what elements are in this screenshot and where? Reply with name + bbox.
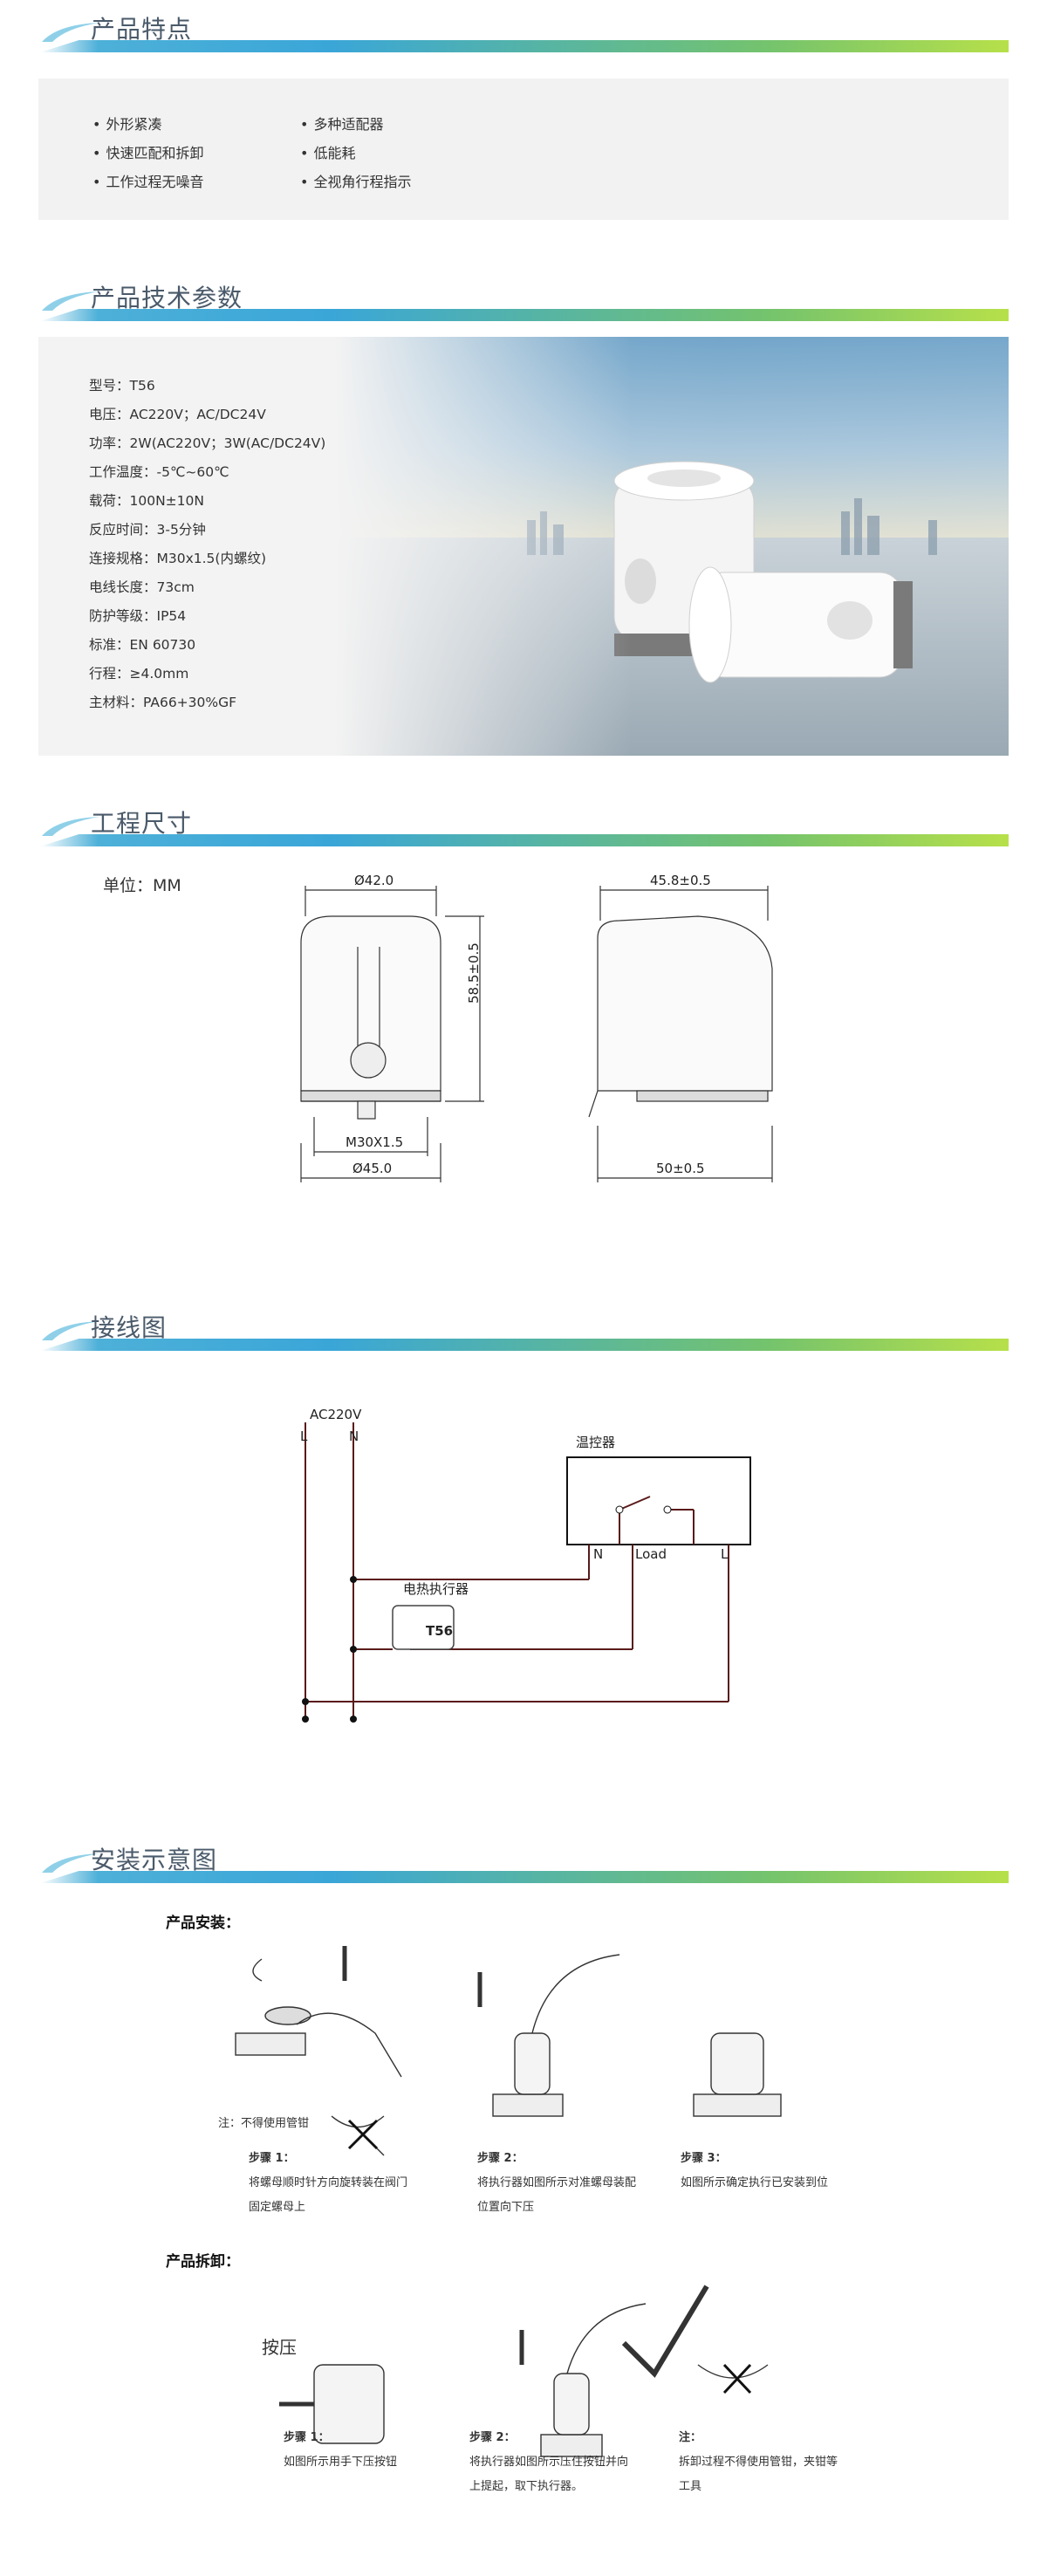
section-title: 接线图 — [91, 1313, 168, 1342]
param-item: 工作温度：-5℃~60℃ — [89, 464, 229, 480]
install-step3-line1: 如图所示确定执行已安装到位 — [681, 2176, 829, 2189]
install-step2-title: 步骤 2： — [477, 2152, 524, 2165]
param-item: 电线长度：73cm — [89, 579, 195, 595]
remove-step2-line1: 将执行器如图所示压住按钮并向 — [469, 2456, 629, 2469]
param-item: 反应时间：3-5分钟 — [89, 522, 206, 538]
install-step1-line2: 固定螺母上 — [249, 2201, 306, 2214]
feature-item: 全视角行程指示 — [300, 168, 411, 196]
remove-step1-title: 步骤 1： — [284, 2431, 330, 2444]
wiring-actuator: 电热执行器 — [403, 1581, 469, 1597]
section-title: 工程尺寸 — [91, 809, 193, 838]
unit-label: 单位：MM — [103, 876, 181, 895]
remove-step2-title: 步骤 2： — [469, 2431, 516, 2444]
panel-fade — [38, 337, 632, 756]
param-item: 载荷：100N±10N — [89, 493, 204, 509]
swoosh-icon — [42, 1321, 99, 1340]
wiring-thermostat: 温控器 — [576, 1435, 616, 1450]
param-item: 型号：T56 — [89, 378, 155, 394]
section-header-install: 安装示意图 — [40, 1841, 1009, 1883]
install-title: 产品安装： — [166, 1915, 240, 1932]
section-bar — [40, 1871, 1009, 1883]
section-header-wiring: 接线图 — [40, 1309, 1009, 1351]
product-image — [613, 461, 913, 683]
wiring-supply: AC220V — [310, 1407, 362, 1422]
features-panel: 外形紧凑 快速匹配和拆卸 工作过程无噪音 多种适配器 低能耗 全视角行程指示 — [38, 79, 1009, 220]
dim-front-top: Ø42.0 — [354, 873, 394, 888]
remove-note-title: 注： — [679, 2431, 702, 2444]
swoosh-icon — [42, 291, 99, 311]
param-item: 电压：AC220V；AC/DC24V — [89, 407, 266, 422]
swoosh-icon — [42, 1853, 99, 1873]
feature-item: 外形紧凑 — [92, 110, 203, 139]
param-list: 型号：T56 电压：AC220V；AC/DC24V 功率：2W(AC220V；3… — [89, 372, 325, 717]
wiring-model: T56 — [426, 1623, 454, 1639]
wiring-t-n: N — [593, 1546, 604, 1562]
param-item: 行程：≥4.0mm — [89, 666, 189, 682]
feature-item: 多种适配器 — [300, 110, 411, 139]
section-title: 产品技术参数 — [91, 284, 243, 312]
install-step2-line2: 位置向下压 — [477, 2201, 535, 2214]
remove-step2-line2: 上提起，取下执行器。 — [469, 2480, 584, 2493]
dimension-drawing — [300, 886, 773, 1182]
wiring-t-load: Load — [635, 1546, 667, 1562]
feature-list-1: 外形紧凑 快速匹配和拆卸 工作过程无噪音 — [92, 110, 203, 196]
install-step1-title: 步骤 1： — [249, 2152, 295, 2165]
wiring-n: N — [349, 1428, 359, 1444]
swoosh-icon — [42, 817, 99, 836]
param-item: 主材料：PA66+30%GF — [89, 695, 237, 710]
remove-note-line2: 工具 — [679, 2480, 702, 2493]
section-title: 产品特点 — [91, 15, 193, 44]
section-header-dimensions: 工程尺寸 — [40, 805, 1009, 846]
param-item: 防护等级：IP54 — [89, 608, 187, 624]
dim-front-bottom: Ø45.0 — [352, 1161, 393, 1176]
section-header-features: 产品特点 — [40, 10, 1009, 52]
dim-side-top: 45.8±0.5 — [650, 873, 711, 888]
param-item: 标准：EN 60730 — [89, 637, 196, 653]
section-bar — [40, 309, 1009, 321]
dim-side-bottom: 50±0.5 — [656, 1161, 705, 1176]
section-header-params: 产品技术参数 — [40, 279, 1009, 321]
section-bar — [40, 834, 1009, 846]
install-step2-line1: 将执行器如图所示对准螺母装配 — [477, 2176, 637, 2189]
feature-item: 低能耗 — [300, 139, 411, 168]
section-title: 安装示意图 — [91, 1846, 218, 1874]
remove-title: 产品拆卸： — [166, 2253, 240, 2271]
wiring-t-l: L — [721, 1546, 729, 1562]
remove-press-label: 按压 — [262, 2337, 297, 2358]
remove-note-line1: 拆卸过程不得使用管钳，夹钳等 — [679, 2456, 838, 2469]
section-bar — [40, 40, 1009, 52]
params-panel: 型号：T56 电压：AC220V；AC/DC24V 功率：2W(AC220V；3… — [38, 337, 1009, 756]
install-note: 注：不得使用管钳 — [218, 2117, 310, 2130]
install-illustrations — [235, 1946, 782, 2457]
dim-front-height: 58.5±0.5 — [466, 942, 482, 1004]
dim-thread: M30X1.5 — [346, 1134, 404, 1150]
param-item: 连接规格：M30x1.5(内螺纹) — [89, 551, 267, 566]
wiring-l: L — [300, 1428, 308, 1444]
remove-step1-line1: 如图所示用手下压按钮 — [284, 2456, 398, 2469]
feature-list-2: 多种适配器 低能耗 全视角行程指示 — [300, 110, 411, 196]
wiring-diagram — [302, 1422, 751, 1723]
install-step3-title: 步骤 3： — [681, 2152, 727, 2165]
section-bar — [40, 1339, 1009, 1351]
feature-item: 快速匹配和拆卸 — [92, 139, 203, 168]
feature-item: 工作过程无噪音 — [92, 168, 203, 196]
install-step1-line1: 将螺母顺时针方向旋转装在阀门 — [249, 2176, 408, 2189]
swoosh-icon — [42, 23, 99, 42]
param-item: 功率：2W(AC220V；3W(AC/DC24V) — [89, 435, 326, 451]
